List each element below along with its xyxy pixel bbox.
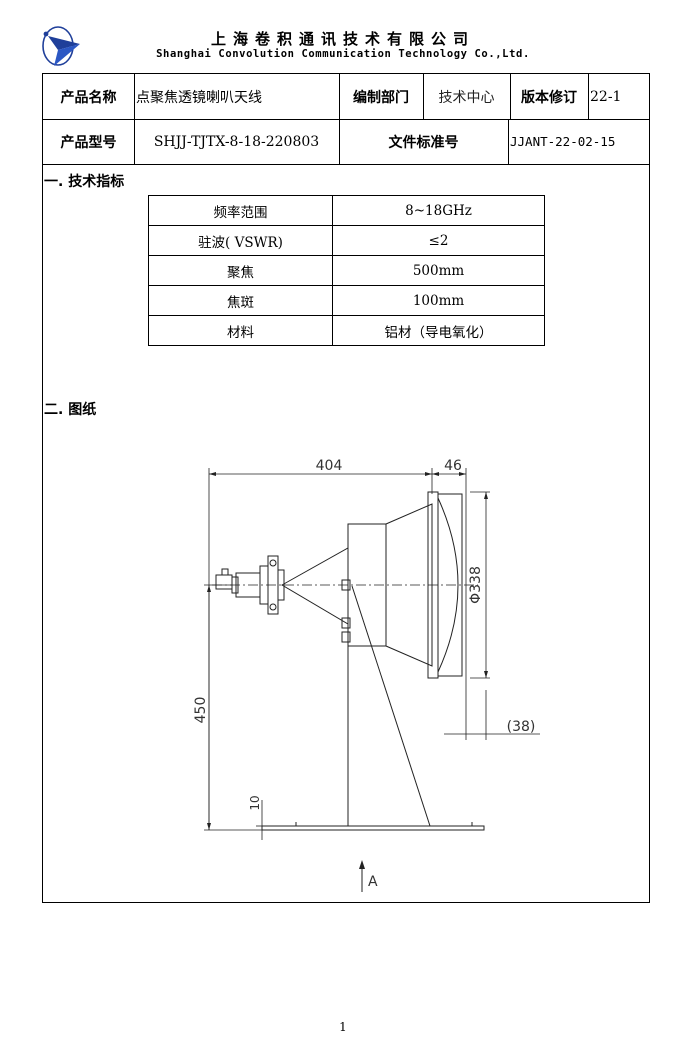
page-number: 1	[339, 1020, 347, 1034]
dim-offset-label: (38)	[507, 719, 536, 735]
arrow-head	[484, 671, 488, 678]
arrow-head	[359, 860, 365, 869]
mount-clamp	[341, 617, 351, 629]
product-name-label: 产品名称	[60, 89, 117, 106]
arrow-head	[207, 823, 211, 830]
horn-cone	[280, 547, 349, 625]
stand-base	[261, 825, 485, 831]
mount-clamp	[341, 631, 351, 643]
grid-line	[508, 119, 509, 164]
specs-section-title: 一. 技术指标	[44, 174, 125, 190]
company-name-cn: 上海卷积通讯技术有限公司	[210, 30, 475, 48]
arrow-head	[459, 472, 466, 476]
doc-number-value: JJANT-22-02-15	[510, 134, 616, 149]
grid-line	[134, 74, 135, 164]
table-row: 焦斑 100mm	[148, 285, 545, 316]
dept-value: 技术中心	[438, 89, 495, 106]
revision-label: 版本修订	[521, 89, 577, 106]
lens-rim	[438, 493, 463, 677]
dim-lens-label: 46	[444, 458, 462, 474]
connector	[215, 574, 233, 590]
document-frame: 产品名称 点聚焦透镜喇叭天线 编制部门 技术中心 版本修订 22-1 产品型号 …	[42, 73, 650, 903]
company-logo-icon	[42, 26, 80, 66]
table-row: 材料 铝材（导电氧化）	[148, 315, 545, 346]
spec-value: ≤2	[332, 225, 545, 256]
stand-brace	[351, 585, 431, 827]
grid-line	[339, 74, 340, 164]
company-name-en: Shanghai Convolution Communication Techn…	[156, 48, 530, 60]
table-row: 驻波( VSWR) ≤2	[148, 225, 545, 256]
spec-key: 材料	[148, 315, 333, 346]
spec-key: 驻波( VSWR)	[148, 225, 333, 256]
model-label: 产品型号	[60, 134, 117, 151]
arrow-head	[425, 472, 432, 476]
table-row: 聚焦 500mm	[148, 255, 545, 286]
grid-line	[43, 119, 649, 120]
dept-label: 编制部门	[353, 89, 409, 106]
arrow-head	[484, 492, 488, 499]
drawing-section-title: 二. 图纸	[44, 402, 97, 418]
dim-base-label: 10	[248, 795, 262, 810]
lens-curve	[437, 497, 459, 673]
bolt	[269, 603, 277, 611]
spec-value: 铝材（导电氧化）	[332, 315, 545, 346]
spec-key: 聚焦	[148, 255, 333, 286]
grid-line	[588, 74, 589, 119]
view-label: A	[368, 874, 378, 890]
grid-line	[510, 74, 511, 119]
grid-line	[423, 74, 424, 119]
doc-number-label: 文件标准号	[388, 134, 459, 151]
mount-clamp	[341, 579, 351, 591]
model-value: SHJJ-TJTX-8-18-220803	[153, 133, 320, 150]
dim-height-label: 450	[193, 697, 209, 724]
horn-flare	[385, 503, 433, 667]
spec-key: 频率范围	[148, 195, 333, 226]
grid-line	[43, 164, 649, 165]
connector-nut	[221, 568, 229, 576]
arrow-head	[432, 472, 439, 476]
spec-value: 100mm	[332, 285, 545, 316]
spec-key: 焦斑	[148, 285, 333, 316]
specs-table: 频率范围 8~18GHz 驻波( VSWR) ≤2 聚焦 500mm 焦斑 10…	[148, 195, 545, 346]
revision-value: 22-1	[590, 88, 622, 105]
arrow-head	[207, 585, 211, 592]
bolt	[269, 559, 277, 567]
dim-length-label: 404	[316, 458, 343, 474]
arrow-head	[209, 472, 216, 476]
product-name-value: 点聚焦透镜喇叭天线	[136, 89, 262, 106]
dim-diameter-label: Φ338	[468, 566, 484, 604]
